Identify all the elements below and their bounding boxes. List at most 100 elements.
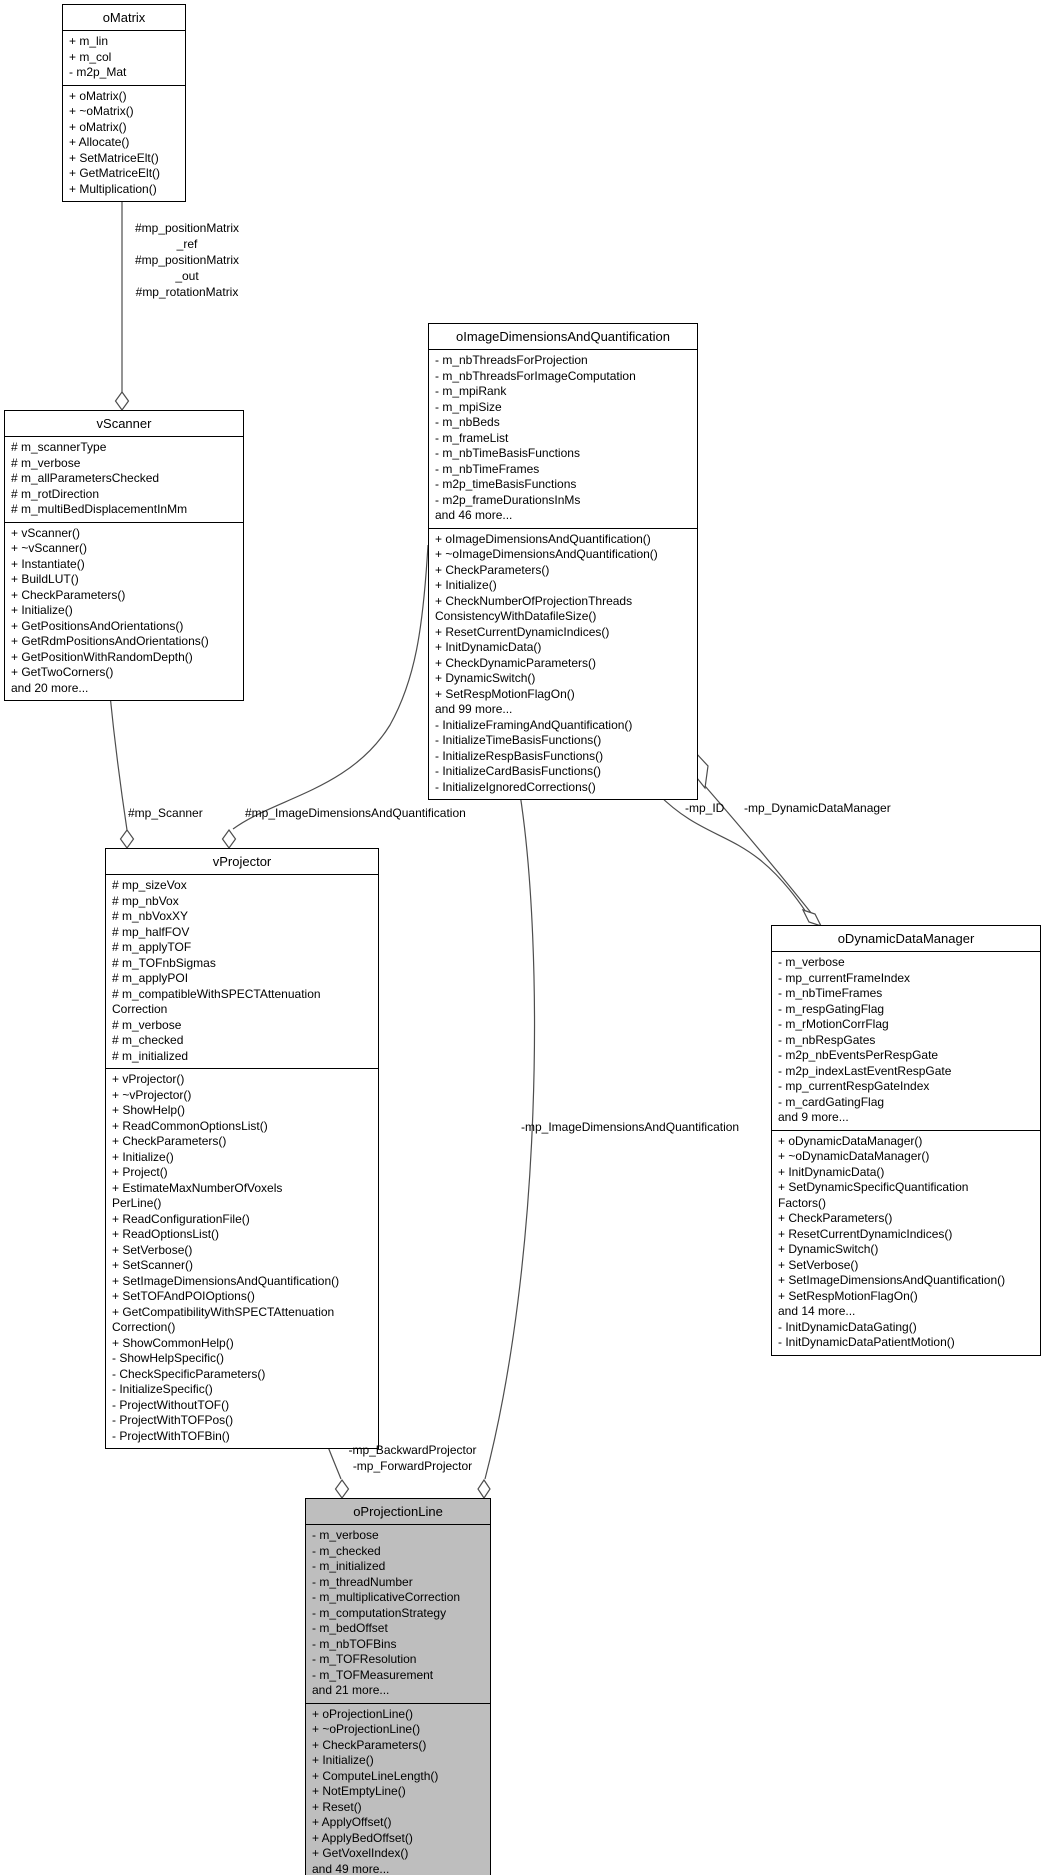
methods-section: + vProjector()+ ~vProjector()+ ShowHelp(…	[106, 1068, 378, 1448]
method-row: + oDynamicDataManager()	[778, 1133, 923, 1148]
attribute-row: # m_verbose	[11, 455, 81, 470]
method-row: + SetVerbose()	[778, 1257, 859, 1272]
class-oprojectionline[interactable]: oProjectionLine - m_verbose- m_checked- …	[305, 1498, 491, 1875]
method-row: - InitializeFramingAndQuantification()	[435, 717, 633, 732]
method-row: - InitDynamicDataPatientMotion()	[778, 1335, 955, 1349]
attribute-row: - m_nbRespGates	[778, 1032, 876, 1047]
method-row: + ~vScanner()	[11, 541, 88, 555]
method-row: + SetMatriceElt()	[69, 150, 159, 165]
method-row: - InitDynamicDataGating()	[778, 1319, 917, 1334]
attribute-row: # m_rotDirection	[11, 486, 100, 501]
edge-label-mp-imagedimensionsandquantification-line: -mp_ImageDimensionsAndQuantification	[521, 1120, 740, 1134]
attributes-section: # m_scannerType# m_verbose# m_allParamet…	[5, 437, 243, 522]
method-row: + CheckNumberOfProjectionThreads	[435, 593, 633, 608]
methods-section: + oProjectionLine()+ ~oProjectionLine()+…	[306, 1702, 490, 1875]
method-row: + SetRespMotionFlagOn()	[435, 686, 575, 701]
attributes-section: - m_verbose- m_checked- m_initialized- m…	[306, 1525, 490, 1703]
class-title: oProjectionLine	[306, 1499, 490, 1525]
method-row: PerLine()	[112, 1196, 162, 1210]
attribute-row: - m_bedOffset	[312, 1621, 388, 1635]
attribute-row: - m_nbThreadsForImageComputation	[435, 368, 636, 383]
attribute-row: - m_nbTOFBins	[312, 1636, 397, 1651]
edge-label-mp-dynamicdatamanager: -mp_DynamicDataManager	[744, 801, 891, 815]
aggregation-diamond	[334, 1478, 350, 1500]
attributes-section: + m_lin+ m_col- m2p_Mat	[63, 31, 185, 85]
method-row: + ~oMatrix()	[69, 104, 134, 118]
class-omatrix[interactable]: oMatrix + m_lin+ m_col- m2p_Mat + oMatri…	[62, 4, 186, 202]
class-oimagedimensionsandquantification[interactable]: oImageDimensionsAndQuantification - m_nb…	[428, 323, 698, 800]
method-row: - InitializeIgnoredCorrections()	[435, 779, 596, 794]
method-row: and 20 more...	[11, 680, 89, 695]
method-row: + SetScanner()	[112, 1258, 194, 1272]
attribute-row: - m_TOFResolution	[312, 1652, 417, 1666]
method-row: - InitializeSpecific()	[112, 1382, 213, 1396]
method-row: + ApplyBedOffset()	[312, 1830, 413, 1845]
attribute-row: # mp_halfFOV	[112, 924, 190, 939]
method-row: + CheckParameters()	[11, 587, 126, 602]
method-row: + Initialize()	[112, 1149, 174, 1164]
method-row: + CheckParameters()	[112, 1134, 227, 1148]
edge-label-mp-id: -mp_ID	[685, 801, 725, 815]
attribute-row: # m_checked	[112, 1033, 184, 1047]
aggregation-diamond	[114, 390, 130, 412]
method-row: + oProjectionLine()	[312, 1706, 414, 1721]
attribute-row: - m_initialized	[312, 1559, 386, 1573]
methods-section: + oImageDimensionsAndQuantification()+ ~…	[429, 527, 697, 800]
method-row: + CheckParameters()	[312, 1737, 427, 1752]
attribute-row: # m_allParametersChecked	[11, 471, 160, 485]
method-row: + ReadOptionsList()	[112, 1227, 220, 1241]
edge-label-mp-imagedimensionsandquantification: #mp_ImageDimensionsAndQuantification	[245, 806, 466, 820]
method-row: + ShowCommonHelp()	[112, 1335, 234, 1350]
attribute-row: - m_checked	[312, 1543, 381, 1558]
method-row: + ReadConfigurationFile()	[112, 1211, 250, 1226]
method-row: + ComputeLineLength()	[312, 1768, 439, 1783]
class-odynamicdatamanager[interactable]: oDynamicDataManager - m_verbose- mp_curr…	[771, 925, 1041, 1356]
attribute-row: - m_nbTimeBasisFunctions	[435, 446, 580, 460]
method-row: ConsistencyWithDatafileSize()	[435, 609, 597, 623]
class-title: oImageDimensionsAndQuantification	[429, 324, 697, 350]
method-row: - InitializeRespBasisFunctions()	[435, 748, 604, 763]
method-row: + ResetCurrentDynamicIndices()	[778, 1226, 953, 1241]
method-row: Correction()	[112, 1320, 176, 1334]
method-row: + SetImageDimensionsAndQuantification()	[112, 1273, 340, 1288]
edge-label-matrix-members: #mp_positionMatrix _ref #mp_positionMatr…	[134, 221, 240, 299]
attribute-row: and 46 more...	[435, 508, 513, 522]
attribute-row: - m_cardGatingFlag	[778, 1094, 885, 1109]
attribute-row: - m_nbTimeFrames	[778, 986, 883, 1000]
methods-section: + oDynamicDataManager()+ ~oDynamicDataMa…	[772, 1129, 1040, 1355]
attribute-row: - m_nbThreadsForProjection	[435, 353, 588, 367]
attribute-row: - m_verbose	[778, 955, 845, 969]
attribute-row: - mp_currentFrameIndex	[778, 970, 911, 985]
attribute-row: # m_verbose	[112, 1017, 182, 1032]
class-vscanner[interactable]: vScanner # m_scannerType# m_verbose# m_a…	[4, 410, 244, 701]
method-row: + GetPositionWithRandomDepth()	[11, 649, 193, 664]
method-row: - ProjectWithTOFPos()	[112, 1413, 234, 1427]
attribute-row: - m2p_Mat	[69, 65, 127, 79]
attribute-row: - m_threadNumber	[312, 1574, 413, 1589]
attributes-section: # mp_sizeVox# mp_nbVox# m_nbVoxXY# mp_ha…	[106, 875, 378, 1068]
method-row: + ApplyOffset()	[312, 1815, 392, 1829]
attributes-section: - m_nbThreadsForProjection- m_nbThreadsF…	[429, 350, 697, 528]
method-row: + ~oProjectionLine()	[312, 1722, 421, 1736]
attribute-row: # m_initialized	[112, 1048, 189, 1063]
edge-vscanner-vprojector	[109, 694, 128, 831]
method-row: + oMatrix()	[69, 119, 127, 134]
aggregation-diamond	[477, 1478, 491, 1500]
method-row: + Allocate()	[69, 135, 130, 149]
attribute-row: - m_frameList	[435, 430, 509, 445]
method-row: + CheckParameters()	[778, 1211, 893, 1225]
class-vprojector[interactable]: vProjector # mp_sizeVox# mp_nbVox# m_nbV…	[105, 848, 379, 1449]
method-row: - ProjectWithoutTOF()	[112, 1397, 230, 1412]
method-row: + SetDynamicSpecificQuantification	[778, 1180, 969, 1194]
attribute-row: - m_mpiSize	[435, 399, 502, 414]
method-row: + ~oDynamicDataManager()	[778, 1149, 930, 1163]
method-row: + Initialize()	[312, 1753, 374, 1767]
attribute-row: - mp_currentRespGateIndex	[778, 1079, 930, 1093]
aggregation-diamond	[801, 908, 823, 928]
method-row: - InitializeTimeBasisFunctions()	[435, 733, 602, 747]
method-row: + CheckDynamicParameters()	[435, 655, 597, 670]
attribute-row: # m_compatibleWithSPECTAttenuation	[112, 986, 321, 1001]
attribute-row: and 21 more...	[312, 1683, 390, 1697]
method-row: + ReadCommonOptionsList()	[112, 1118, 268, 1133]
